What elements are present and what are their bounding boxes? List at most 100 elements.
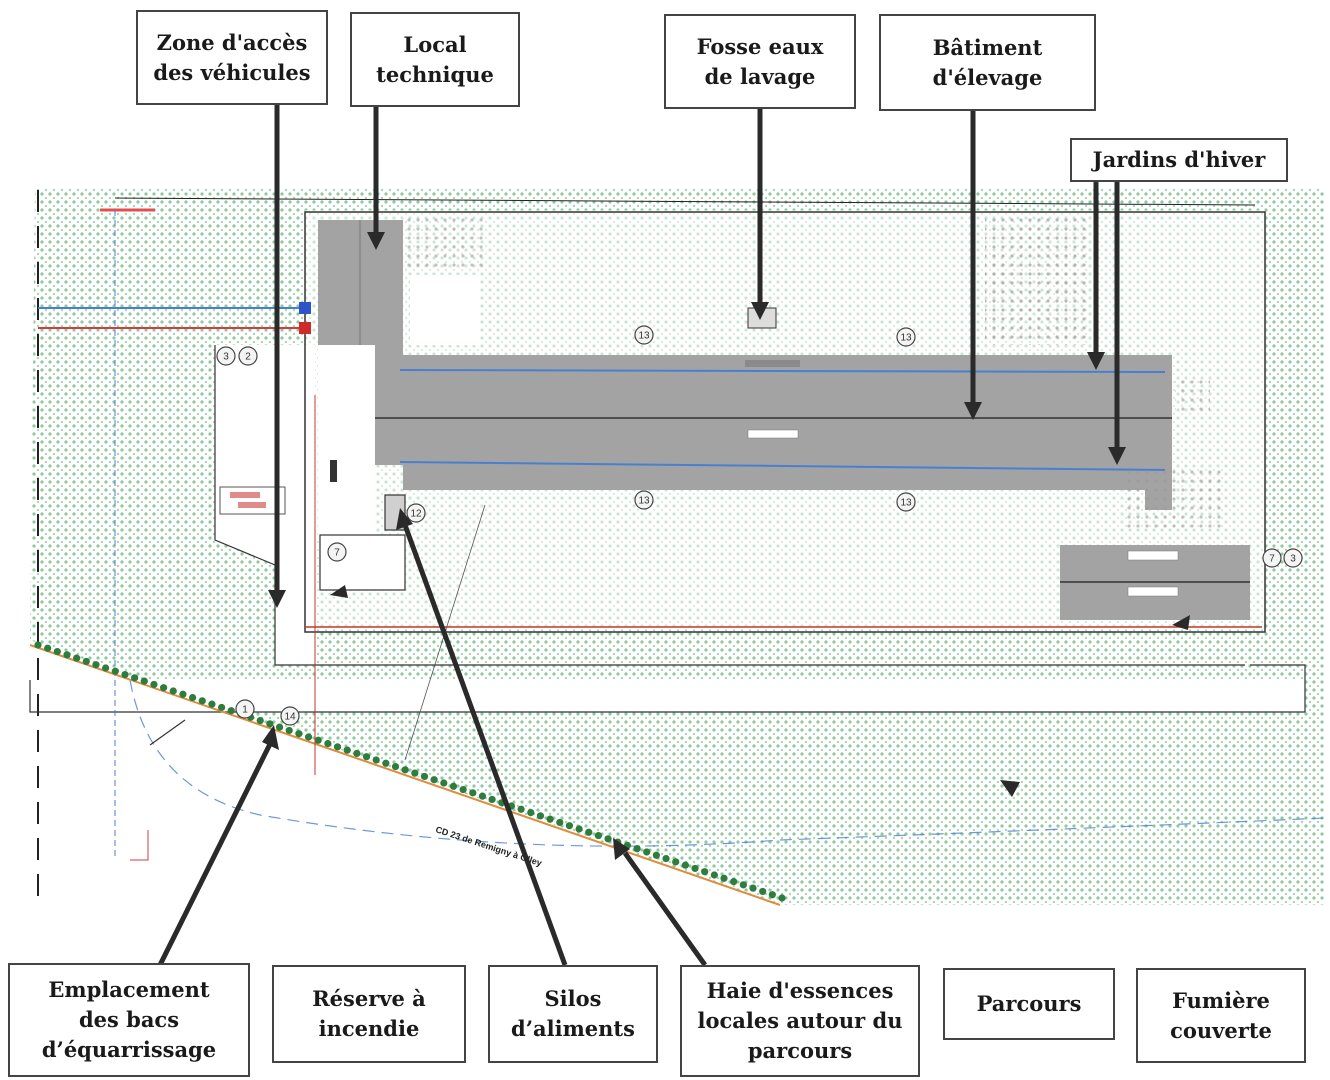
hedge-shrub bbox=[324, 739, 332, 748]
hedge-shrub bbox=[256, 716, 264, 725]
marker-label: 13 bbox=[638, 331, 650, 342]
marker-label: 3 bbox=[1290, 554, 1296, 565]
hedge-shrub bbox=[227, 707, 235, 715]
hedge-shrub bbox=[720, 874, 728, 882]
road-dashed-curve bbox=[129, 679, 1326, 847]
hedge-shrub bbox=[527, 808, 535, 817]
hedge-shrub bbox=[391, 762, 400, 771]
hedge-shrub bbox=[585, 828, 593, 836]
hedge-shrub bbox=[768, 891, 776, 899]
label-emplacement-text: Emplacement des bacs d’équarrissage bbox=[41, 977, 217, 1062]
label-batiment-text: Bâtiment d'élevage bbox=[932, 34, 1043, 90]
jardin-dots-2 bbox=[985, 215, 1090, 345]
hedge-shrub bbox=[140, 677, 148, 685]
marker-label: 13 bbox=[900, 498, 912, 509]
label-reserve-text: Réserve à incendie bbox=[312, 986, 426, 1041]
hedge-shrub bbox=[469, 789, 477, 797]
enclosure-outline bbox=[304, 211, 1266, 633]
marker-label: 13 bbox=[638, 496, 650, 507]
hedge-shrub bbox=[266, 720, 274, 728]
hedge-shrub bbox=[102, 664, 110, 672]
hedge-shrub bbox=[188, 693, 197, 702]
label-fumiere-text: Fumière couverte bbox=[1170, 987, 1272, 1043]
hedge-shrub bbox=[53, 647, 61, 656]
hedge-shrub bbox=[304, 733, 313, 741]
marker-circle bbox=[327, 542, 347, 562]
hedge-shrub bbox=[179, 690, 187, 698]
label-fosse-eaux: Fosse eaux de lavage bbox=[664, 14, 856, 109]
electric-connection bbox=[299, 322, 311, 334]
hedge-shrub bbox=[111, 667, 119, 675]
marker-label: 7 bbox=[334, 548, 340, 559]
haie bbox=[34, 641, 786, 902]
hedge-shrub bbox=[478, 792, 487, 800]
hedge-shrub bbox=[275, 723, 284, 731]
marker-circle bbox=[238, 346, 258, 366]
label-local-technique: Local technique bbox=[350, 12, 520, 107]
batiment-elevage bbox=[375, 345, 1172, 510]
marker-circle bbox=[406, 503, 426, 523]
hedge-shrub bbox=[681, 861, 689, 869]
hedge-shrub bbox=[594, 831, 603, 840]
label-zone-acces: Zone d'accès des véhicules bbox=[136, 10, 328, 105]
marker-circle bbox=[1262, 548, 1282, 568]
hedge-shrub bbox=[691, 864, 699, 873]
marker-label: 7 bbox=[1269, 554, 1275, 565]
hedge-shrub bbox=[121, 670, 129, 679]
hedge-shrub bbox=[604, 835, 612, 843]
marker-circle bbox=[1283, 548, 1303, 568]
hedge-shrub bbox=[150, 680, 158, 689]
label-silos: Silos d’aliments bbox=[488, 965, 658, 1063]
marker-circle bbox=[896, 327, 916, 347]
hedge-shrub bbox=[382, 759, 390, 767]
hedge-shrub bbox=[333, 743, 342, 751]
marker-circle bbox=[634, 325, 654, 345]
hedge-shrub bbox=[63, 651, 71, 659]
marker-circle bbox=[280, 706, 300, 726]
hedge-shrub bbox=[160, 684, 168, 692]
jardin-dots-1 bbox=[405, 215, 485, 270]
marker-label: 3 bbox=[223, 352, 229, 363]
water-connection bbox=[299, 302, 311, 314]
marker-circle bbox=[896, 492, 916, 512]
hedge-shrub bbox=[314, 736, 322, 744]
hedge-shrub bbox=[285, 726, 293, 735]
hedge-shrub bbox=[353, 749, 361, 758]
parking-box bbox=[219, 486, 286, 515]
label-parcours-text: Parcours bbox=[976, 991, 1082, 1016]
hedge-shrub bbox=[565, 822, 574, 830]
hedge-shrub bbox=[488, 795, 496, 804]
hedge-shrub bbox=[343, 746, 351, 754]
label-zone-acces-text: Zone d'accès des véhicules bbox=[153, 29, 311, 85]
label-parcours: Parcours bbox=[943, 968, 1115, 1040]
reserve-incendie-tank bbox=[319, 534, 406, 591]
hedge-shrub bbox=[440, 779, 448, 787]
hedge-shrub bbox=[546, 815, 554, 823]
hedge-shrub bbox=[82, 657, 90, 666]
hedge-shrub bbox=[217, 703, 226, 712]
hedge-shrub bbox=[556, 818, 564, 827]
hedge-shrub bbox=[759, 887, 767, 896]
hedge-shrub bbox=[34, 641, 42, 649]
hedge-shrub bbox=[372, 756, 380, 764]
label-local-technique-text: Local technique bbox=[376, 31, 494, 87]
access-road bbox=[29, 664, 1306, 713]
hedge-shrub bbox=[575, 825, 583, 833]
marker-circle bbox=[216, 346, 236, 366]
hedge-shrub bbox=[643, 848, 651, 856]
label-haie-text: Haie d'essences locales autour du parcou… bbox=[697, 978, 903, 1063]
hedge-shrub bbox=[208, 700, 216, 708]
hedge-shrub bbox=[295, 730, 303, 738]
hedge-shrub bbox=[778, 894, 786, 902]
fumiere-building bbox=[1060, 545, 1250, 620]
marker-label: 14 bbox=[284, 712, 296, 723]
label-batiment: Bâtiment d'élevage bbox=[879, 14, 1096, 111]
hedge-shrub bbox=[420, 772, 429, 781]
label-fumiere: Fumière couverte bbox=[1136, 968, 1306, 1063]
label-fosse-eaux-text: Fosse eaux de lavage bbox=[696, 33, 824, 89]
hedge-shrub bbox=[633, 845, 641, 853]
marker-label: 12 bbox=[410, 509, 422, 520]
hedge-shrub bbox=[739, 881, 747, 889]
